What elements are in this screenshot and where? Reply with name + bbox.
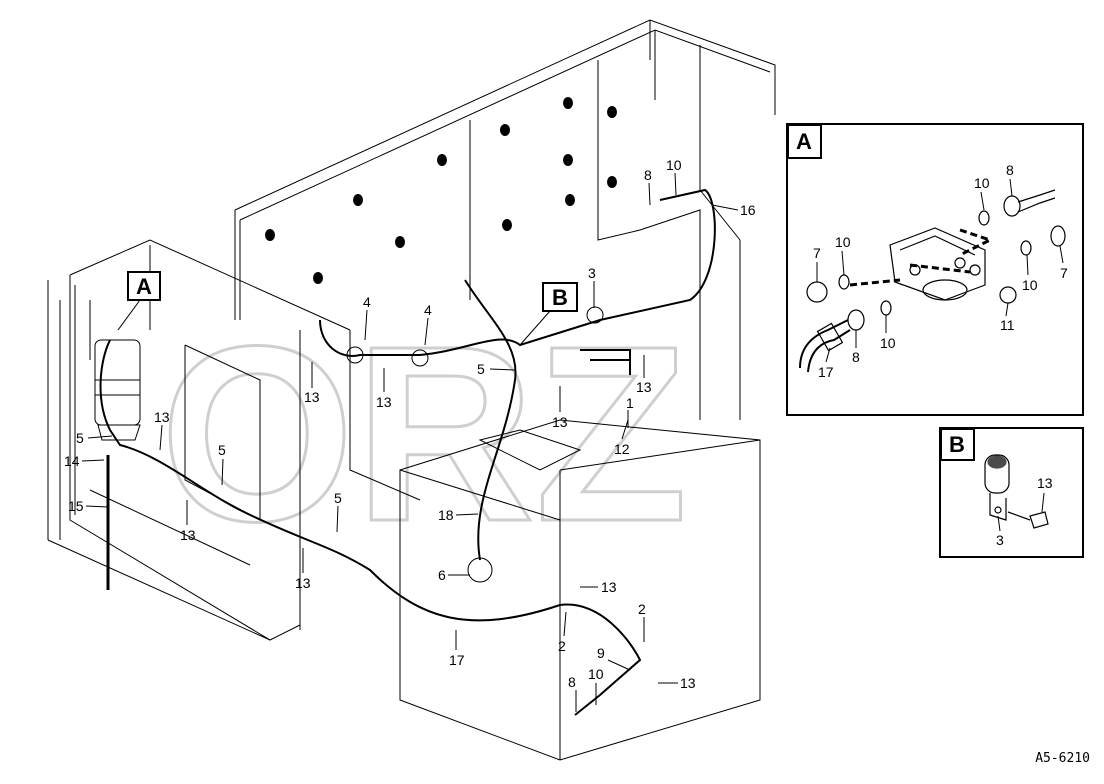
part-label: 10 — [666, 157, 682, 173]
part-label: 8 — [644, 167, 652, 183]
part-label: 3 — [996, 532, 1004, 548]
part-label: 13 — [680, 675, 696, 691]
part-label: 13 — [1037, 475, 1053, 491]
part-label: 4 — [363, 294, 371, 310]
part-label: 7 — [813, 245, 821, 261]
callout-a: A — [117, 271, 161, 331]
part-label: 10 — [835, 234, 851, 250]
part-label: 3 — [588, 265, 596, 281]
part-label: 14 — [64, 453, 80, 469]
part-label: 5 — [477, 361, 485, 377]
callout-b: B — [519, 282, 578, 346]
part-label: 10 — [974, 175, 990, 191]
part-label: 1 — [626, 395, 634, 411]
part-label: 2 — [638, 601, 646, 617]
part-label: 13 — [295, 575, 311, 591]
part-label: 8 — [568, 674, 576, 690]
part-label: 17 — [449, 652, 465, 668]
part-label: 4 — [424, 302, 432, 318]
part-label: 13 — [636, 379, 652, 395]
main-part-labels: 16 10 8 3 4 4 13 13 5 13 1 12 13 5 14 15… — [64, 157, 756, 712]
machine-frame — [47, 19, 776, 761]
part-label: 13 — [552, 414, 568, 430]
part-label: 2 — [558, 638, 566, 654]
part-label: 13 — [154, 409, 170, 425]
part-label: 16 — [740, 202, 756, 218]
part-label: 13 — [376, 394, 392, 410]
figure-code: A5-6210 — [1035, 751, 1090, 766]
part-label: 8 — [1006, 162, 1014, 178]
part-label: 10 — [880, 335, 896, 351]
part-label: 5 — [334, 490, 342, 506]
svg-text:A: A — [796, 129, 812, 154]
part-label: 7 — [1060, 265, 1068, 281]
part-label: 8 — [852, 349, 860, 365]
mounting-holes — [265, 97, 617, 284]
part-label: 18 — [438, 507, 454, 523]
part-label: 15 — [68, 498, 84, 514]
part-label: 13 — [180, 527, 196, 543]
part-label: 5 — [76, 430, 84, 446]
svg-text:B: B — [949, 432, 965, 457]
part-label: 10 — [588, 666, 604, 682]
part-label: 13 — [304, 389, 320, 405]
part-label: 12 — [614, 441, 630, 457]
svg-text:B: B — [552, 285, 568, 310]
part-label: 10 — [1022, 277, 1038, 293]
part-label: 9 — [597, 645, 605, 661]
detail-a: A — [786, 123, 1084, 416]
part-label: 13 — [601, 579, 617, 595]
part-label: 6 — [438, 567, 446, 583]
part-label: 5 — [218, 442, 226, 458]
svg-text:A: A — [136, 274, 152, 299]
watermark: ORZ — [160, 294, 688, 573]
part-label: 11 — [1000, 317, 1015, 333]
part-label: 17 — [818, 364, 834, 380]
detail-b: B 13 3 — [939, 427, 1084, 558]
